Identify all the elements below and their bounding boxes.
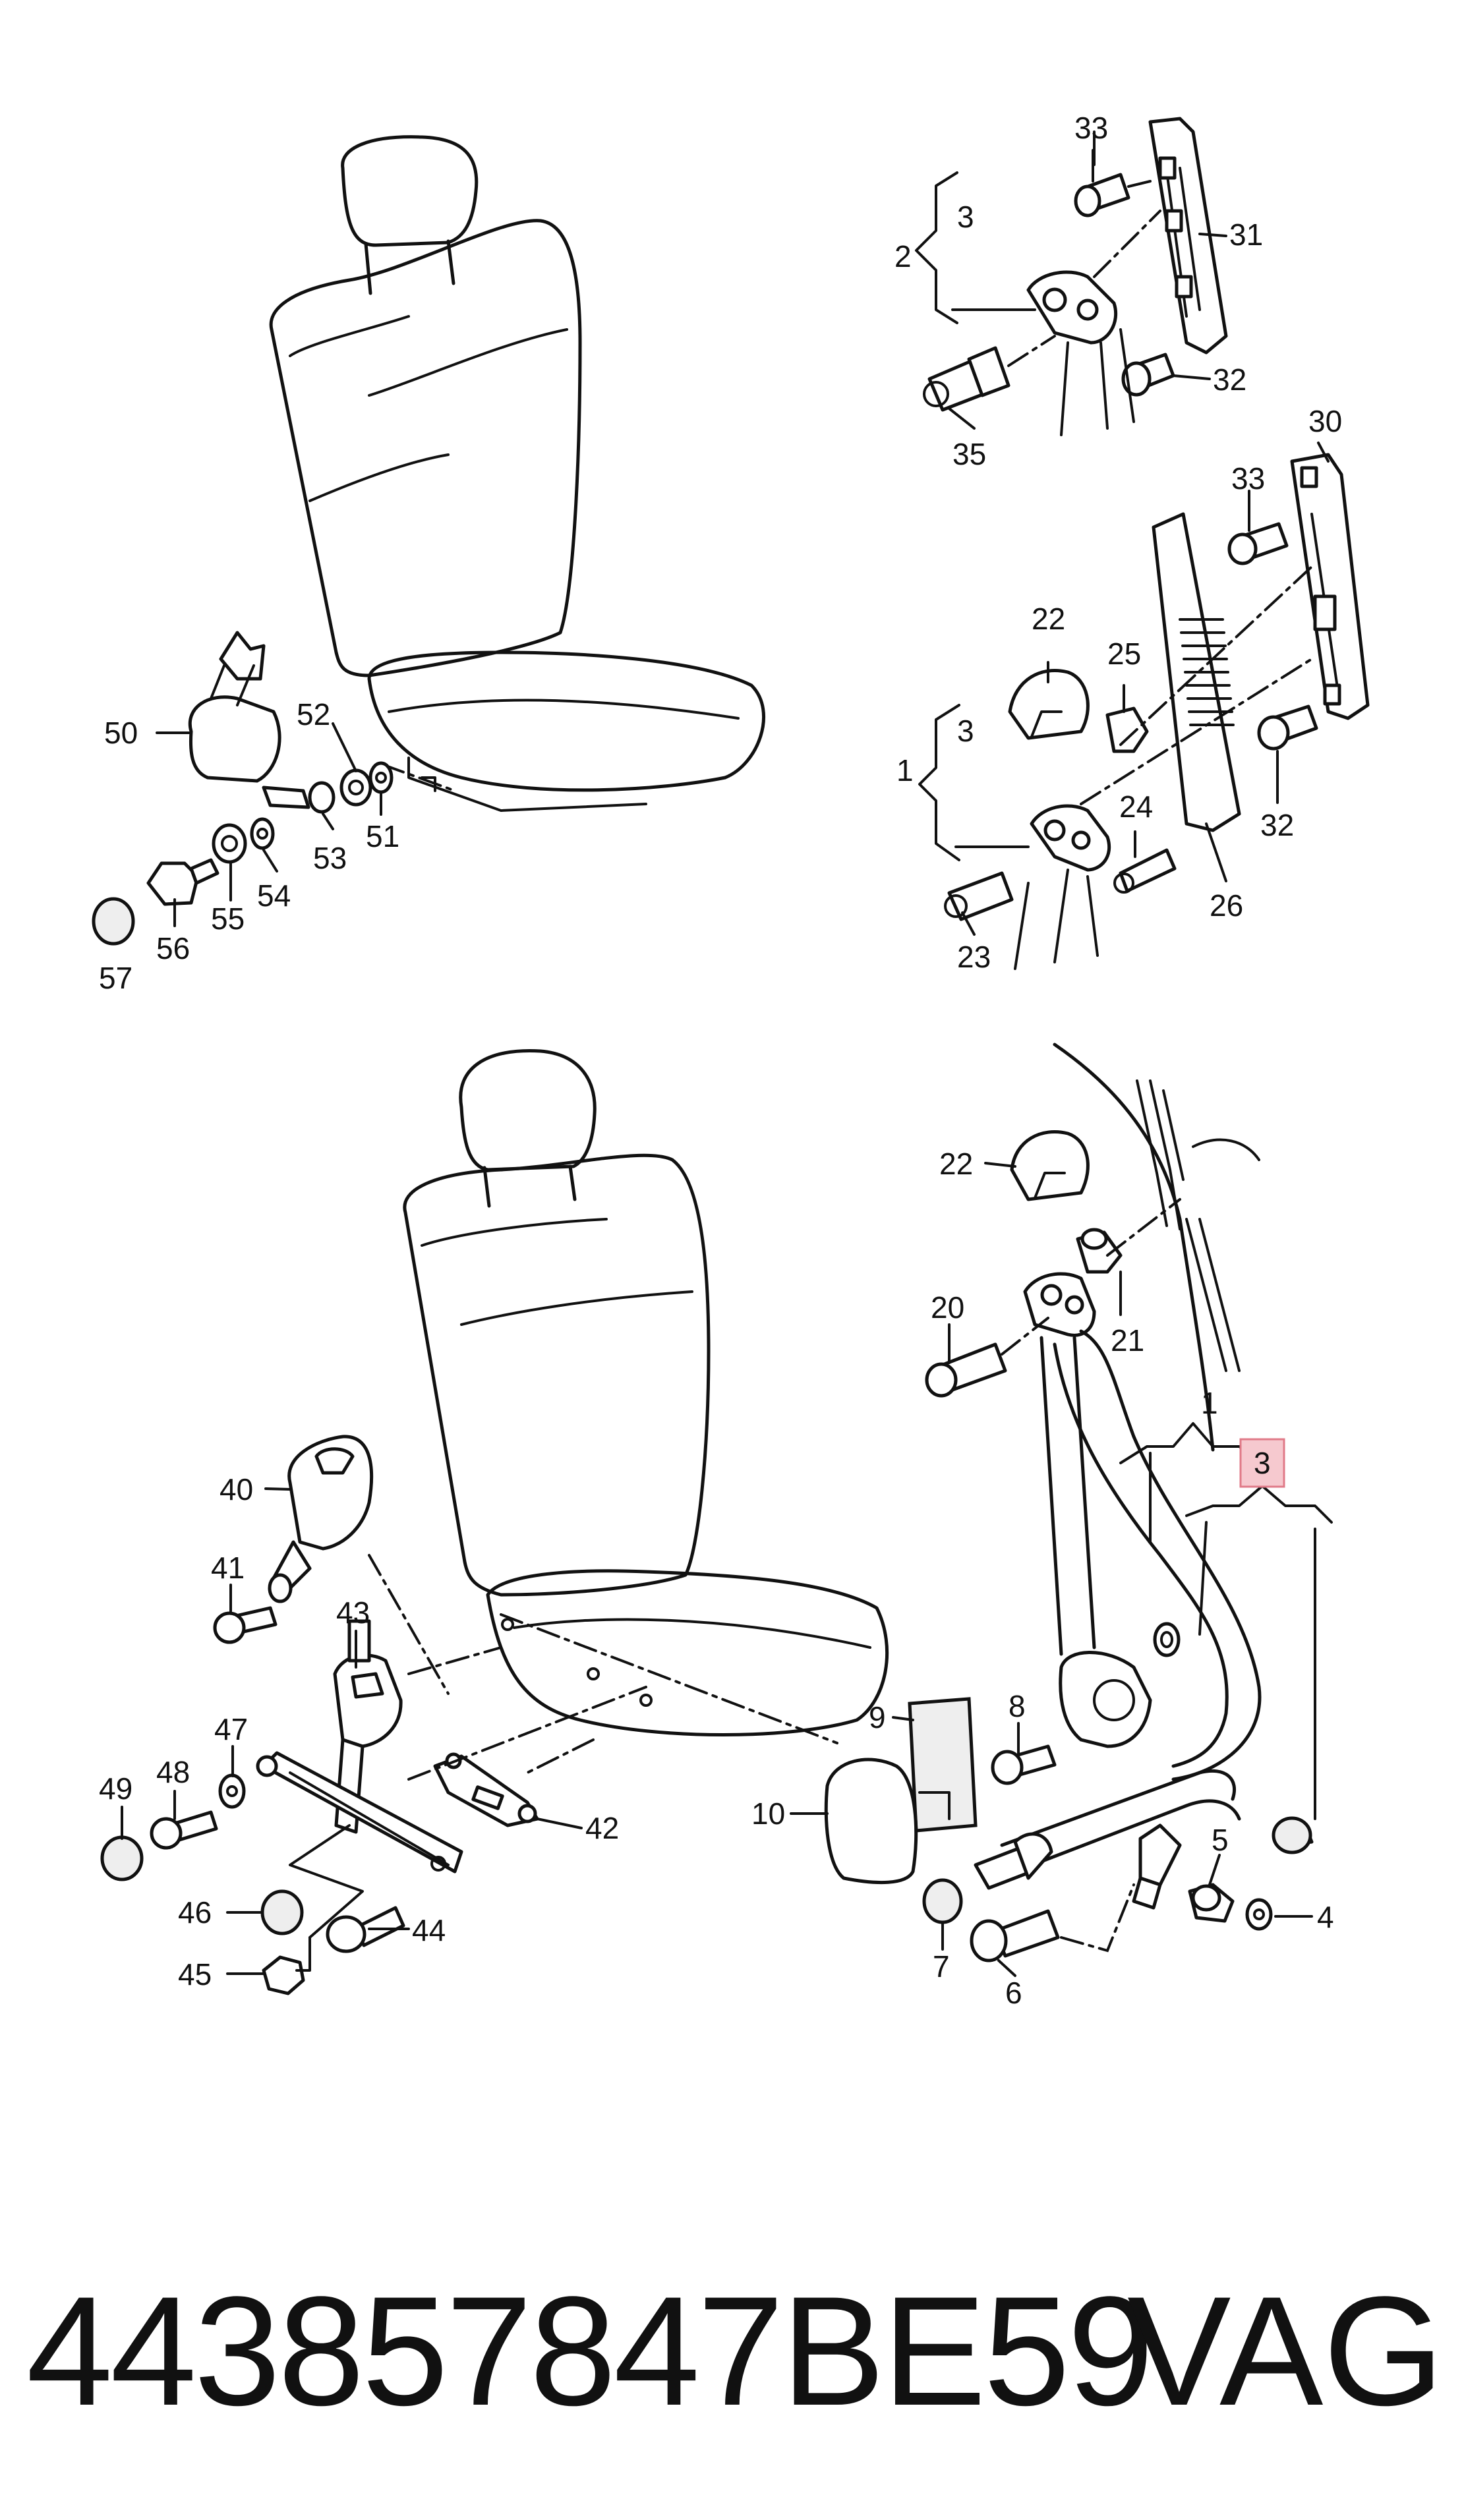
callout-32: 32 [1213, 362, 1246, 397]
callout-52: 52 [297, 697, 330, 731]
callout-57: 57 [99, 961, 132, 995]
callout-24: 24 [1119, 789, 1153, 824]
callout-26: 26 [1210, 888, 1243, 923]
callout-42: 42 [585, 1811, 619, 1845]
callout-21: 21 [1111, 1323, 1144, 1358]
callout-49: 49 [99, 1771, 132, 1806]
brand-name: VAG [1127, 2264, 1444, 2438]
callout-35: 35 [952, 437, 986, 471]
callout-22: 22 [939, 1147, 973, 1181]
callout-41: 41 [211, 1551, 245, 1585]
callout-56: 56 [156, 931, 190, 965]
callout-50: 50 [104, 716, 138, 750]
callout-48: 48 [156, 1755, 190, 1789]
callout-3: 3 [1254, 1446, 1271, 1480]
seat-belt-retractor-assembly [824, 1043, 1333, 1962]
callout-10: 10 [751, 1796, 785, 1831]
callout-32: 32 [1260, 808, 1294, 842]
front-seat-illustration-top [269, 135, 765, 812]
callout-25: 25 [1107, 637, 1141, 671]
callout-53: 53 [313, 841, 347, 875]
height-adjuster-assembly-upper [915, 117, 1228, 436]
callout-51: 51 [366, 819, 399, 853]
height-adjuster-assembly-lower [918, 453, 1370, 970]
callout-43: 43 [336, 1595, 370, 1630]
callout-2: 2 [894, 239, 912, 273]
callout-55: 55 [211, 902, 245, 936]
callout-54: 54 [257, 878, 291, 913]
callout-46: 46 [178, 1895, 212, 1930]
leader-lines [121, 149, 1330, 1977]
callout-9: 9 [869, 1700, 886, 1734]
part-number: 443857847BE59 [26, 2264, 1154, 2438]
callout-3: 3 [957, 714, 974, 748]
callout-47: 47 [214, 1712, 248, 1746]
part-number-footer: 443857847BE59 VAG [0, 2227, 1464, 2438]
callout-33: 33 [1231, 461, 1265, 496]
callout-4: 4 [1317, 1900, 1334, 1934]
callout-44: 44 [412, 1913, 446, 1947]
callout-6: 6 [1005, 1976, 1022, 2010]
callout-3: 3 [957, 200, 974, 234]
callout-7: 7 [933, 1949, 950, 1984]
callout-1: 1 [896, 753, 914, 788]
callout-1: 1 [1201, 1386, 1218, 1420]
front-seat-illustration-bottom [403, 1048, 889, 1744]
callout-30: 30 [1308, 404, 1342, 438]
callout-labels: 33 3 31 2 32 35 30 33 22 25 3 1 24 32 26… [99, 111, 1342, 2010]
highlighted-callout-box [1239, 1438, 1285, 1488]
callout-23: 23 [957, 940, 991, 974]
callout-5: 5 [1212, 1823, 1229, 1857]
seat-belt-buckle-bracket [92, 631, 394, 946]
callout-8: 8 [1009, 1689, 1026, 1723]
callout-40: 40 [220, 1472, 253, 1506]
seat-buckle-and-rail [100, 1435, 647, 1995]
callout-22: 22 [1032, 602, 1065, 636]
callout-20: 20 [931, 1290, 964, 1325]
callout-45: 45 [178, 1957, 212, 1991]
callout-31: 31 [1229, 217, 1263, 252]
callout-33: 33 [1074, 111, 1108, 145]
